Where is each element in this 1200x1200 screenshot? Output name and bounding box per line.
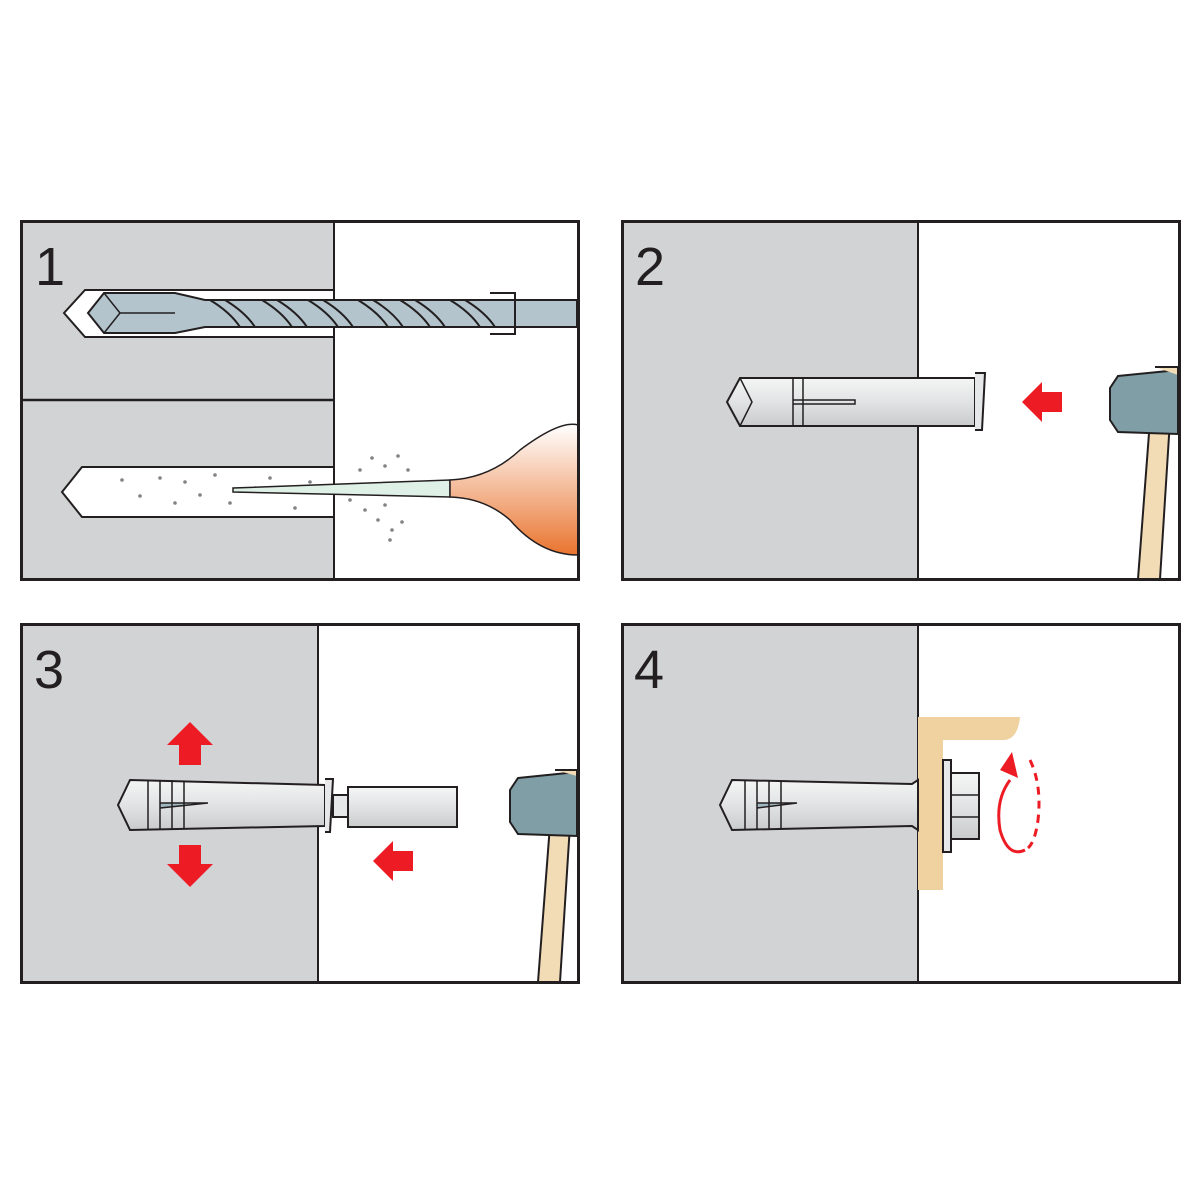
step-number: 4 xyxy=(634,640,664,700)
arrow-up-icon xyxy=(167,722,213,765)
blower-bulb xyxy=(232,423,579,556)
step-4-panel: 4 xyxy=(621,623,1181,984)
washer xyxy=(942,759,952,853)
cleaned-hole xyxy=(60,466,335,518)
arrow-left-icon xyxy=(373,841,413,881)
anchor-bolt xyxy=(718,759,980,853)
arrow-down-icon xyxy=(167,845,213,887)
anchor xyxy=(725,372,987,431)
arrow-left-icon xyxy=(1022,382,1062,422)
drill-bit xyxy=(86,292,578,335)
setting-tool xyxy=(347,786,458,828)
step-3-panel: 3 xyxy=(20,623,580,984)
step-2-panel: 2 xyxy=(621,220,1181,581)
step-number: 2 xyxy=(635,237,665,297)
hex-nut xyxy=(950,772,980,840)
step-1-panel: 1 xyxy=(20,220,580,581)
step-number: 3 xyxy=(34,640,64,700)
rotate-clockwise-icon xyxy=(997,752,1041,854)
expanded-anchor xyxy=(116,778,458,833)
bracket xyxy=(918,717,1020,890)
dust-particles xyxy=(120,454,410,542)
step-number: 1 xyxy=(35,237,65,297)
panel-frame xyxy=(20,220,580,581)
